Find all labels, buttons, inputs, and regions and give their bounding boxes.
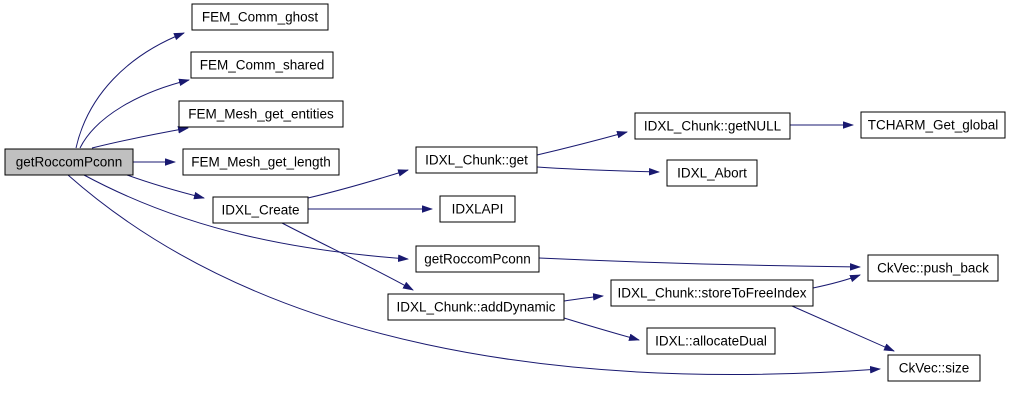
node-label: getRoccomPconn [16,155,123,170]
node-idxl-chunk-get[interactable]: IDXL_Chunk::get [415,146,538,174]
edge-11-to-15 [538,257,861,271]
edge-0-to-2 [79,78,190,149]
edge-13-to-15 [812,274,861,289]
node-label: IDXL_Chunk::get [425,153,528,168]
node-box[interactable] [439,195,516,223]
node-box[interactable] [191,3,329,31]
node-idxl-create[interactable]: IDXL_Create [212,196,309,224]
node-label: FEM_Comm_ghost [202,10,319,25]
node-box[interactable] [190,51,334,79]
node-label: FEM_Mesh_get_length [191,155,331,170]
node-box[interactable] [867,254,999,282]
node-box[interactable] [212,196,309,224]
node-idxlapi[interactable]: IDXLAPI [439,195,516,223]
node-label: TCHARM_Get_global [868,118,999,133]
node-box[interactable] [4,148,134,176]
node-getroccompconn-root[interactable]: getRoccomPconn [4,148,134,176]
node-idxl-chunk-getnull[interactable]: IDXL_Chunk::getNULL [634,112,791,140]
node-label: CkVec::push_back [877,261,989,276]
node-box[interactable] [610,279,814,307]
edge-5-to-6 [307,169,409,199]
node-label: IDXL_Create [221,203,299,218]
node-layer: getRoccomPconn FEM_Comm_ghostFEM_Comm_sha… [4,3,1006,382]
edge-0-to-11 [83,174,409,263]
node-getroccompconn[interactable]: getRoccomPconn [415,245,540,273]
node-fem-comm-ghost[interactable]: FEM_Comm_ghost [191,3,329,31]
edge-0-to-1 [75,32,185,149]
node-box[interactable] [860,111,1006,139]
node-idxl-allocatedual[interactable]: IDXL::allocateDual [646,327,776,355]
node-label: IDXL_Abort [677,166,747,181]
node-box[interactable] [415,245,540,273]
node-box[interactable] [415,146,538,174]
edge-layer [67,32,895,375]
edge-0-to-3 [91,126,189,149]
node-label: CkVec::size [899,361,970,376]
edge-6-to-10 [536,166,660,176]
node-ckvec-size[interactable]: CkVec::size [887,354,981,382]
node-idxl-chunk-storetofreeindex[interactable]: IDXL_Chunk::storeToFreeIndex [610,279,814,307]
node-fem-mesh-get-length[interactable]: FEM_Mesh_get_length [182,148,340,176]
node-label: getRoccomPconn [424,252,531,267]
node-ckvec-push-back[interactable]: CkVec::push_back [867,254,999,282]
node-label: IDXL::allocateDual [655,334,767,349]
node-idxl-chunk-adddynamic[interactable]: IDXL_Chunk::addDynamic [387,293,565,321]
edge-12-to-13 [563,293,604,302]
node-fem-comm-shared[interactable]: FEM_Comm_shared [190,51,334,79]
node-label: IDXL_Chunk::storeToFreeIndex [617,286,806,301]
edge-0-to-16 [67,174,881,375]
node-box[interactable] [178,100,344,128]
edge-13-to-16 [791,305,895,352]
node-box[interactable] [666,159,758,187]
node-idxl-abort[interactable]: IDXL_Abort [666,159,758,187]
node-box[interactable] [646,327,776,355]
edge-5-to-12 [281,222,414,291]
node-label: FEM_Comm_shared [200,58,325,73]
node-label: FEM_Mesh_get_entities [188,107,334,122]
node-tcharm-get-global[interactable]: TCHARM_Get_global [860,111,1006,139]
node-box[interactable] [634,112,791,140]
edge-0-to-5 [126,174,205,200]
node-box[interactable] [182,148,340,176]
node-box[interactable] [387,293,565,321]
node-label: IDXL_Chunk::getNULL [644,119,782,134]
node-box[interactable] [887,354,981,382]
node-label: IDXL_Chunk::addDynamic [396,300,555,315]
node-label: IDXLAPI [452,202,504,217]
edge-6-to-8 [536,131,628,156]
node-fem-mesh-get-entities[interactable]: FEM_Mesh_get_entities [178,100,344,128]
edge-12-to-14 [563,317,640,341]
